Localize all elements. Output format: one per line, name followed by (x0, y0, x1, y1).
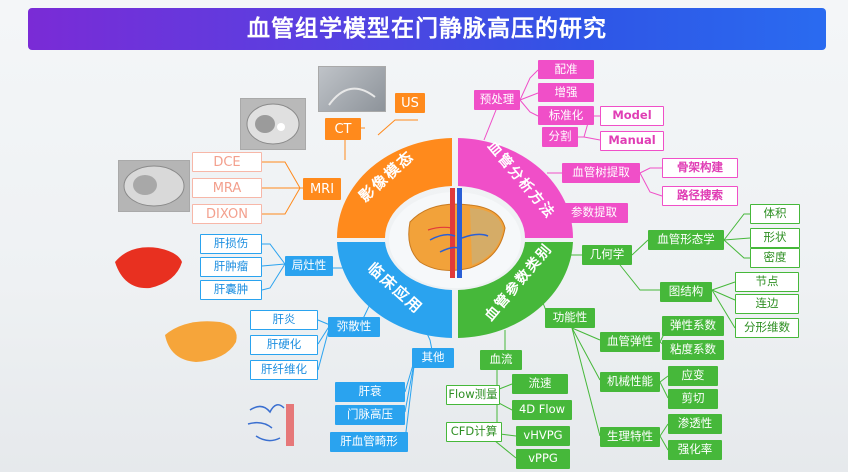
permeability-node[interactable]: 渗透性 (668, 414, 722, 434)
quadrant-parameters (458, 242, 573, 338)
focal-node[interactable]: 局灶性 (285, 256, 333, 276)
volume-node[interactable]: 体积 (750, 204, 800, 224)
vppg-node[interactable]: vPPG (516, 449, 570, 469)
shear-node[interactable]: 剪切 (668, 389, 718, 409)
us-scan-image (318, 66, 386, 112)
cirrhosis-node[interactable]: 肝硬化 (250, 335, 318, 355)
mri-scan-image (118, 160, 190, 212)
morphology-node[interactable]: 血管形态学 (648, 230, 724, 250)
functional-node[interactable]: 功能性 (545, 308, 595, 328)
liver-cyst-node[interactable]: 肝囊肿 (200, 280, 262, 300)
edge-node[interactable]: 连边 (735, 294, 799, 314)
vhvpg-node[interactable]: vHVPG (516, 426, 570, 446)
other-node[interactable]: 其他 (412, 348, 454, 368)
vessel-elasticity-node[interactable]: 血管弹性 (600, 332, 660, 352)
density-node[interactable]: 密度 (750, 248, 800, 268)
elastic-coefficient-node[interactable]: 弹性系数 (662, 316, 724, 336)
ct-scan-image (240, 98, 306, 150)
node-node[interactable]: 节点 (735, 272, 799, 292)
mechanical-properties-node[interactable]: 机械性能 (600, 372, 660, 392)
model-node[interactable]: Model (600, 106, 664, 126)
preprocess-node[interactable]: 预处理 (474, 90, 520, 110)
path-search-node[interactable]: 路径搜索 (662, 186, 738, 206)
liver-tumor-node[interactable]: 肝肿瘤 (200, 257, 262, 277)
quadrant-analysis (458, 138, 573, 238)
vascular-malformation-node[interactable]: 肝血管畸形 (330, 432, 408, 452)
liver-illustration (408, 188, 506, 278)
portal-hypertension-node[interactable]: 门脉高压 (335, 405, 405, 425)
strain-node[interactable]: 应变 (668, 366, 718, 386)
geometry-node[interactable]: 几何学 (582, 245, 632, 265)
mra-node[interactable]: MRA (192, 178, 262, 198)
manual-node[interactable]: Manual (600, 131, 664, 151)
standardization-node[interactable]: 标准化 (538, 106, 594, 125)
hepatitis-node[interactable]: 肝炎 (250, 310, 318, 330)
slide-title: 血管组学模型在门静脉高压的研究 (247, 16, 607, 42)
flow-velocity-node[interactable]: 流速 (512, 374, 568, 394)
param-extraction-node[interactable]: 参数提取 (560, 203, 628, 223)
4d-flow-node[interactable]: 4D Flow (512, 400, 572, 420)
blood-flow-node[interactable]: 血流 (480, 350, 522, 370)
us-node[interactable]: US (395, 93, 425, 113)
flow-measurement-node[interactable]: Flow测量 (446, 385, 500, 405)
title-bar: 血管组学模型在门静脉高压的研究 (28, 8, 826, 50)
dce-node[interactable]: DCE (192, 152, 262, 172)
dixon-node[interactable]: DIXON (192, 204, 262, 224)
segmentation-node[interactable]: 分割 (542, 127, 578, 147)
registration-node[interactable]: 配准 (538, 60, 594, 79)
quadrant-clinical (337, 242, 452, 338)
liver-injury-node[interactable]: 肝损伤 (200, 234, 262, 254)
fractal-dimension-node[interactable]: 分形维数 (735, 318, 799, 338)
viscosity-coefficient-node[interactable]: 粘度系数 (662, 340, 724, 360)
physiological-properties-node[interactable]: 生理特性 (600, 427, 660, 447)
liver-failure-node[interactable]: 肝衰 (335, 382, 405, 402)
enhancement-node[interactable]: 增强 (538, 83, 594, 102)
fibrosis-node[interactable]: 肝纤维化 (250, 360, 318, 380)
shape-node[interactable]: 形状 (750, 228, 800, 248)
quadrant-imaging (337, 138, 452, 238)
graph-structure-node[interactable]: 图结构 (660, 282, 712, 302)
mri-node[interactable]: MRI (303, 178, 341, 200)
enhancement-rate-node[interactable]: 强化率 (668, 440, 722, 460)
skeleton-construction-node[interactable]: 骨架构建 (662, 158, 738, 178)
vessel-tree-extraction-node[interactable]: 血管树提取 (562, 163, 640, 183)
diffuse-node[interactable]: 弥散性 (328, 317, 380, 337)
ct-node[interactable]: CT (325, 118, 361, 140)
cfd-computation-node[interactable]: CFD计算 (446, 422, 502, 442)
